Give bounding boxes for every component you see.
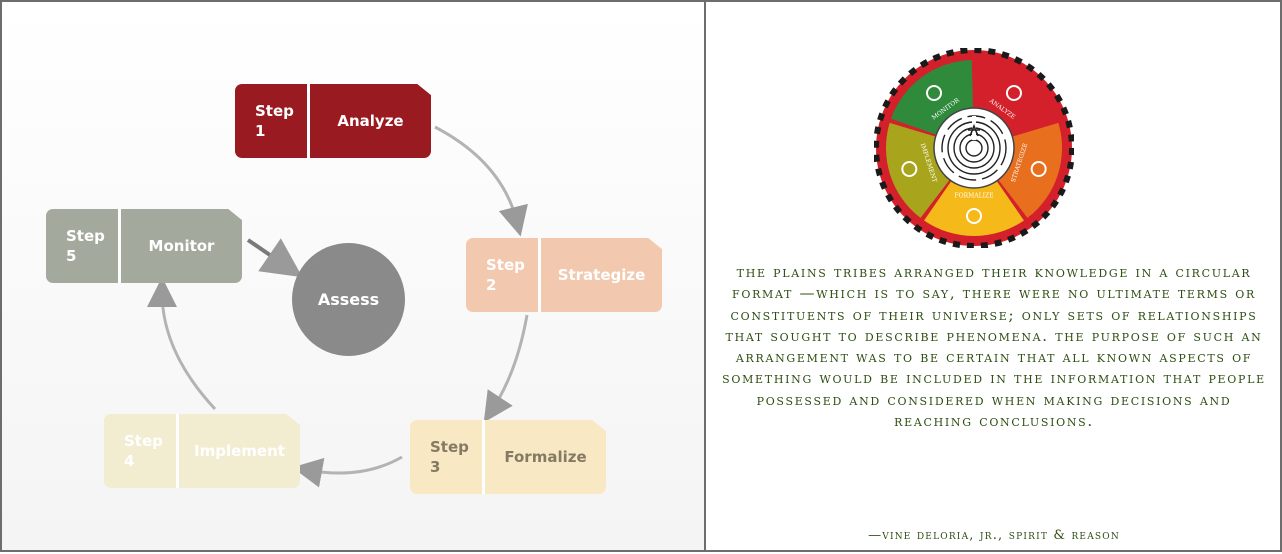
step-label: Monitor xyxy=(148,237,215,255)
step-word: Step xyxy=(486,256,525,274)
step-label: Strategize xyxy=(557,266,646,284)
step-word: Step xyxy=(124,432,163,450)
wheel-label-formalize: FORMALIZE xyxy=(955,193,994,200)
step-label: Implement xyxy=(194,442,285,460)
assess-circle: Assess xyxy=(292,243,405,356)
step-formalize: Step 3 Formalize xyxy=(410,420,606,494)
arrow-3-to-4 xyxy=(292,455,403,488)
process-diagram-panel: Step 1 Analyze Step 2 Strategize Step 3 For… xyxy=(0,0,706,552)
step-number: 2 xyxy=(486,276,497,294)
quote-attribution: —Vine Deloria, Jr., Spirit & Reason xyxy=(868,528,1120,543)
wheel-hub xyxy=(933,107,1015,189)
quote-text: The plains tribes arranged their knowled… xyxy=(722,263,1266,431)
formalize-icon xyxy=(966,208,982,224)
step-monitor: Step 5 Monitor xyxy=(46,209,242,283)
arrow-5-to-assess xyxy=(246,238,303,278)
step-number: 1 xyxy=(255,122,266,140)
arrow-2-to-3 xyxy=(483,314,529,423)
analyze-icon xyxy=(1005,84,1022,101)
wheel-segment-monitor xyxy=(891,60,974,135)
wheel-segment-analyze xyxy=(974,60,1057,135)
step-number: 4 xyxy=(124,452,135,470)
arrow-4-to-5 xyxy=(147,277,217,411)
step-word: Step xyxy=(255,102,294,120)
wheel-border-pattern xyxy=(874,48,1074,248)
arrow-1-to-2 xyxy=(434,125,528,237)
step-analyze: Step 1 Analyze xyxy=(235,84,431,158)
implement-icon xyxy=(901,161,918,178)
step-label: Analyze xyxy=(337,112,404,130)
maze-icon xyxy=(941,115,1007,181)
step-strategize: Step 2 Strategize xyxy=(466,238,662,312)
strategize-icon xyxy=(1030,161,1047,178)
monitor-icon xyxy=(926,84,943,101)
cycle-arrows xyxy=(147,125,529,488)
step-label: Formalize xyxy=(504,448,587,466)
step-implement: Step 4 Implement xyxy=(104,414,300,488)
step-word: Step xyxy=(430,438,469,456)
step-word: Step xyxy=(66,227,105,245)
step-number: 5 xyxy=(66,247,77,265)
step-number: 3 xyxy=(430,458,441,476)
